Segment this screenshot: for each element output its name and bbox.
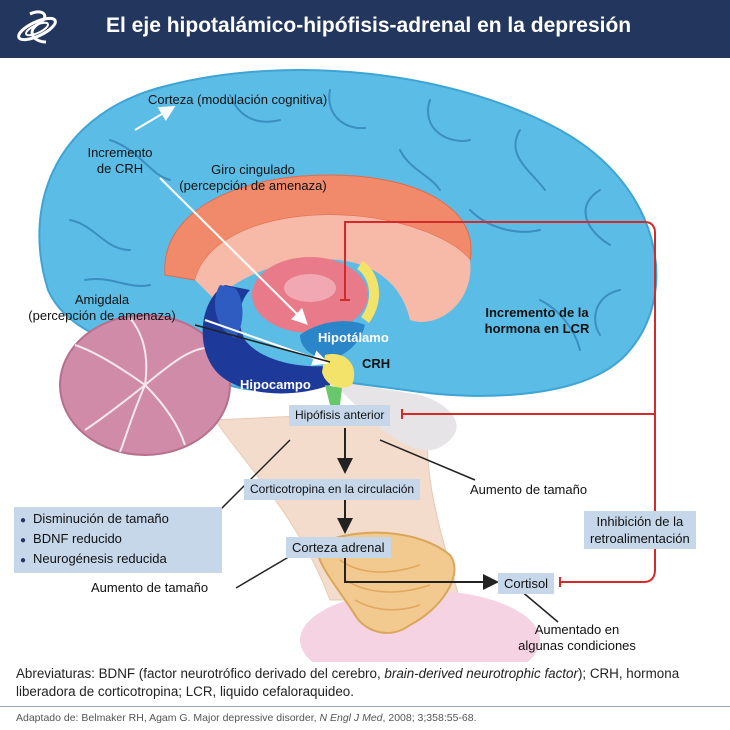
label-incremento-lcr-line1: Incremento de la	[485, 305, 589, 320]
label-incremento-crh-line2: de CRH	[96, 161, 144, 176]
list-item: Neurogénesis reducida	[20, 550, 216, 570]
amygdala-shape	[215, 285, 243, 338]
list-item: Disminución de tamaño	[20, 510, 216, 530]
label-giro-line2: (percepción de amenaza)	[179, 178, 327, 193]
label-inhibicion-line1: Inhibición de la	[596, 514, 684, 529]
label-amigdala: Amigdala (percepción de amenaza)	[14, 292, 190, 324]
source-part1: Adaptado de: Belmaker RH, Agam G. Major …	[16, 712, 320, 724]
abbreviations-part2: ); CRH, hormona liberadora de corticotro…	[16, 666, 680, 699]
label-inhibicion-line2: retroalimentación	[590, 531, 690, 546]
label-amigdala-line1: Amigdala	[74, 292, 130, 307]
brainstem-shadow	[330, 380, 457, 451]
source-part2: , 2008; 3;358:55-68.	[382, 712, 477, 724]
box-corticotropina: Corticotropina en la circulación	[244, 479, 421, 500]
feedback-line	[344, 221, 656, 583]
label-aumento-tamano-pituitary: Aumento de tamaño	[470, 482, 588, 497]
list-item: BDNF reducido	[20, 530, 216, 550]
abbreviations-text: Abreviaturas: BDNF (factor neurotrófico …	[16, 665, 716, 701]
source-citation: Adaptado de: Belmaker RH, Agam G. Major …	[16, 712, 477, 724]
label-incremento-crh-line1: Incremento	[87, 145, 153, 160]
label-giro-line1: Giro cingulado	[211, 162, 295, 177]
box-inhibicion-retroalimentacion: Inhibición de la retroalimentación	[584, 511, 696, 549]
label-corteza: Corteza (modulación cognitiva)	[148, 92, 328, 107]
label-aumentado-line2: algunas condiciones	[518, 638, 636, 653]
label-aumentado: Aumentado en algunas condiciones	[502, 622, 652, 654]
label-incremento-lcr-line2: hormona en LCR	[484, 321, 590, 336]
box-cortisol: Cortisol	[498, 573, 555, 594]
label-crh: CRH	[362, 356, 391, 371]
corpus-callosum-shape	[195, 215, 471, 322]
arrow-crh-to-hypothalamus	[159, 177, 308, 325]
label-aumentado-line1: Aumentado en	[534, 622, 620, 637]
journal-logo-icon	[17, 10, 57, 44]
abbreviations-italic: brain-derived neurotrophic factor	[384, 666, 578, 681]
label-incremento-crh: Incremento de CRH	[82, 145, 158, 177]
abbreviations-part1: Abreviaturas: BDNF (factor neurotrófico …	[16, 666, 385, 681]
hypothalamus-shape	[300, 321, 365, 360]
brain-diagram	[38, 69, 658, 662]
pituitary-shape	[322, 354, 355, 388]
header-bar: El eje hipotalámico-hipófisis-adrenal en…	[0, 0, 730, 58]
label-hipocampo: Hipocampo	[240, 377, 311, 392]
box-corteza-adrenal: Corteza adrenal	[286, 537, 391, 558]
footer-divider	[0, 706, 730, 707]
label-hipotalamo: Hipotálamo	[318, 330, 389, 345]
hippocampus-effects-list: Disminución de tamaño BDNF reducido Neur…	[14, 507, 222, 573]
label-giro-cingulado: Giro cingulado (percepción de amenaza)	[165, 162, 341, 194]
arrow-adrenal-to-cortisol	[344, 558, 499, 590]
arrow-to-corteza	[134, 105, 176, 131]
label-aumento-tamano-adrenal: Aumento de tamaño	[91, 580, 209, 595]
page-title: El eje hipotalámico-hipófisis-adrenal en…	[106, 14, 632, 37]
box-hipofisis-anterior: Hipófisis anterior	[289, 405, 391, 426]
cortex-sulci	[69, 89, 621, 351]
label-amigdala-line2: (percepción de amenaza)	[28, 308, 176, 323]
source-journal: N Engl J Med	[319, 712, 383, 724]
label-incremento-lcr: Incremento de la hormona en LCR	[462, 305, 612, 337]
